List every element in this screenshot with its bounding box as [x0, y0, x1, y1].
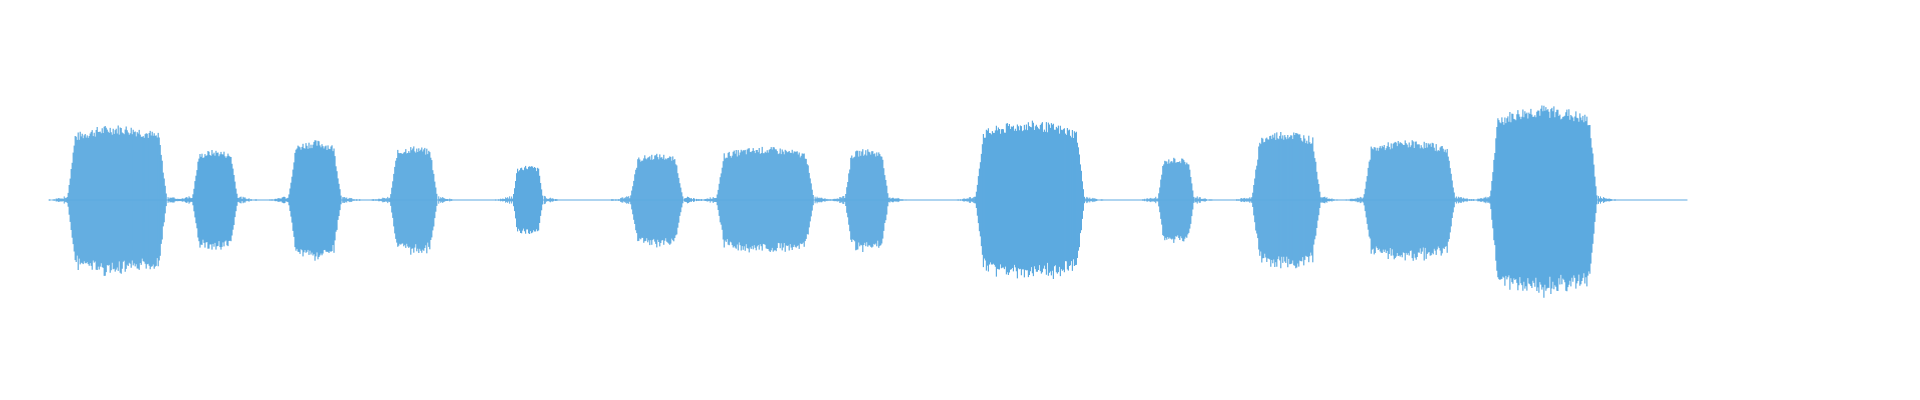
waveform-segment: [697, 146, 833, 253]
waveform-segment: [173, 150, 257, 250]
waveform-segment: [48, 125, 186, 276]
waveform-segment: [1139, 157, 1213, 243]
waveform-segment: [371, 146, 457, 255]
waveform-segment: [1233, 132, 1340, 269]
waveform-segment: [611, 153, 703, 248]
waveform-segment: [1471, 105, 1616, 298]
waveform-segment: [269, 140, 361, 261]
waveform-segment: [956, 120, 1104, 279]
waveform-segment: [1344, 140, 1474, 261]
waveform-segment: [826, 149, 908, 252]
waveform-segment: [494, 165, 562, 234]
